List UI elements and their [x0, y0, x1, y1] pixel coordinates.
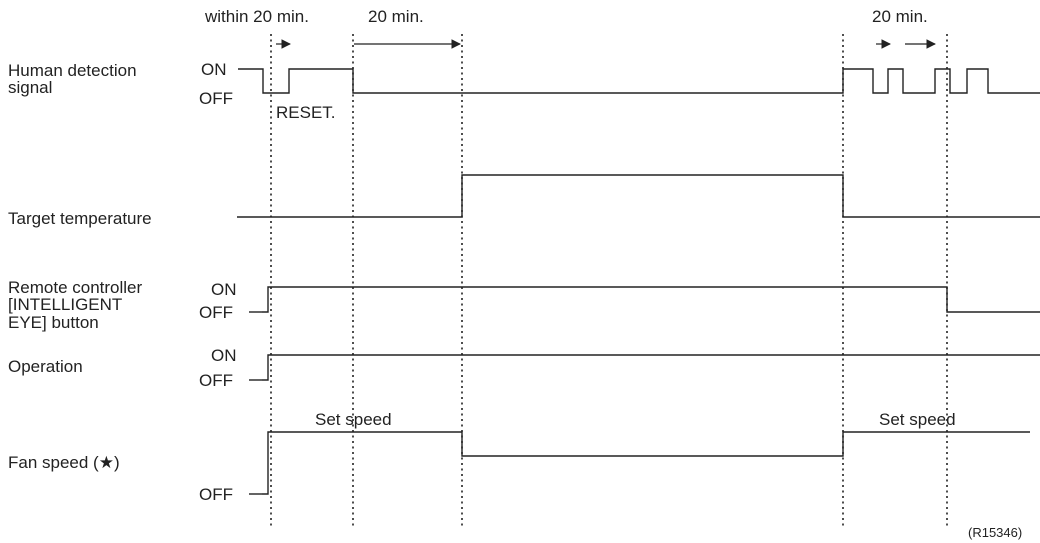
remote-label-1: Remote controller	[8, 278, 143, 297]
set-speed-label-2: Set speed	[879, 410, 956, 429]
set-speed-label-1: Set speed	[315, 410, 392, 429]
twenty-min-label-1: 20 min.	[368, 7, 424, 26]
remote-off-label: OFF	[199, 303, 233, 322]
target-temperature-waveform	[237, 174, 1040, 218]
human-on-label: ON	[201, 60, 227, 79]
twenty-min-label-2: 20 min.	[872, 7, 928, 26]
operation-off-label: OFF	[199, 371, 233, 390]
remote-on-label: ON	[211, 280, 237, 299]
remote-button-waveform	[262, 286, 1040, 313]
operation-on-label: ON	[211, 346, 237, 365]
human-detection-label-1: Human detection	[8, 61, 137, 80]
human-detection-waveform	[238, 68, 1040, 94]
operation-label: Operation	[8, 357, 83, 376]
reset-label: RESET.	[276, 103, 336, 122]
remote-label-3: EYE] button	[8, 313, 99, 332]
remote-label-2: [INTELLIGENT	[8, 295, 122, 314]
fan-off-label: OFF	[199, 485, 233, 504]
within-20-min-label: within 20 min.	[204, 7, 309, 26]
fan-speed-label: Fan speed (★)	[8, 453, 120, 472]
fan-speed-waveform	[262, 431, 1030, 495]
human-off-label: OFF	[199, 89, 233, 108]
reference-code: (R15346)	[968, 525, 1022, 540]
target-temperature-label: Target temperature	[8, 209, 152, 228]
human-detection-label-2: signal	[8, 78, 52, 97]
operation-waveform	[262, 354, 1040, 381]
